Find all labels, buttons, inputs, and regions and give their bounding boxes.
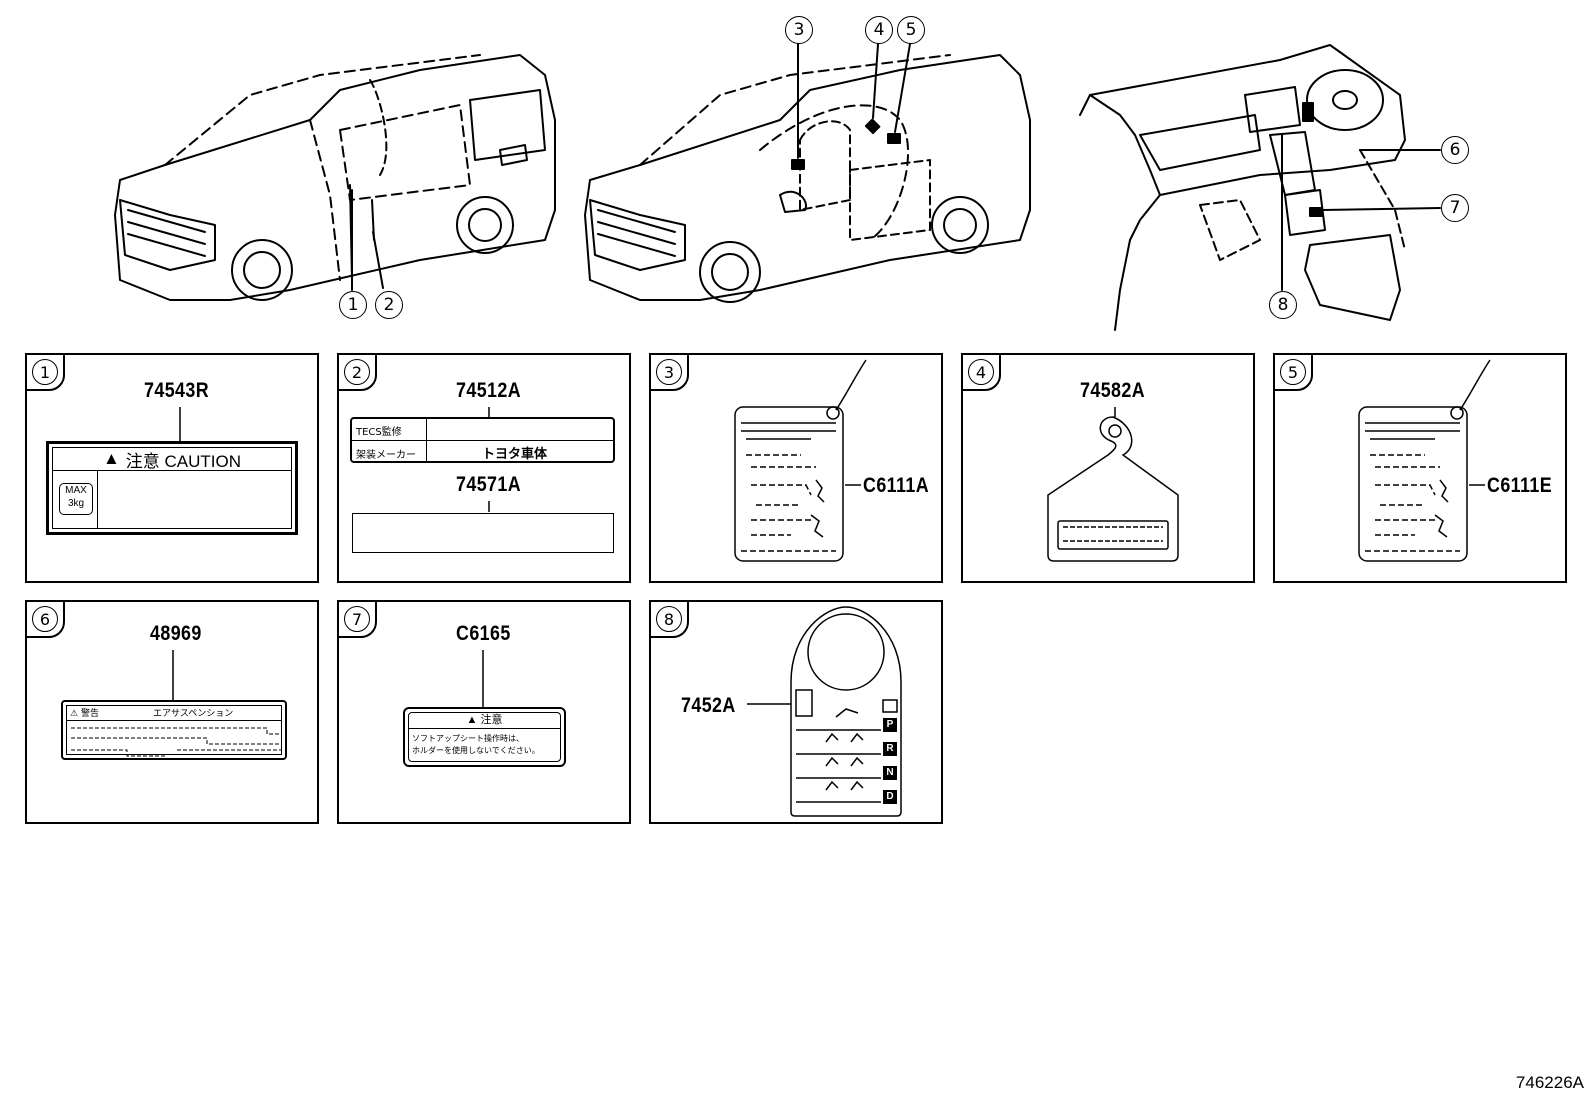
part-number-48969: 48969: [150, 622, 202, 645]
panel-3: 3 C6111A: [649, 353, 943, 583]
air-suspension-warning-label: ⚠ 警告 エアサスペンション: [61, 700, 287, 760]
part-number-7452A: 7452A: [681, 694, 736, 717]
max-text: MAX: [65, 485, 87, 496]
gear-r: R: [883, 742, 897, 756]
tecs-label-row1: TECS監修: [356, 427, 402, 438]
callout-1: 1: [339, 291, 367, 319]
part-number-74512A: 74512A: [456, 379, 522, 402]
callout-7: 7: [1441, 194, 1469, 222]
part-number-C6111A: C6111A: [863, 474, 930, 497]
diagram-reference-code: 746226A: [1515, 1073, 1584, 1092]
caution-head-text: 注意: [480, 714, 503, 726]
panel-8: 8 7452A P R N D: [649, 600, 943, 824]
callout-6: 6: [1441, 136, 1469, 164]
callout-5: 5: [897, 16, 925, 44]
panel-4: 4 74582A: [961, 353, 1255, 583]
part-number-74571A: 74571A: [456, 473, 522, 496]
warn-label: ⚠ 警告: [70, 709, 99, 719]
panel-number-1: 1: [25, 353, 65, 391]
panel-number-6: 6: [25, 600, 65, 638]
panel-5: 5 C6111E: [1273, 353, 1567, 583]
panel-2: 2 74512A TECS監修 架装メーカー トヨタ車体 74571A: [337, 353, 631, 583]
blank-label: [352, 513, 614, 553]
caution-label: ▲ 注意 CAUTION MAX 3kg: [46, 441, 298, 535]
panel-6: 6 48969 ⚠ 警告 エアサスペンション: [25, 600, 319, 824]
gear-n: N: [883, 766, 897, 780]
dashboard-view-icon: [1079, 44, 1406, 331]
part-number-C6111E: C6111E: [1487, 474, 1553, 497]
panel-1: 1 74543R ▲ 注意 CAUTION MAX 3kg: [25, 353, 319, 583]
part-number-74582A: 74582A: [1080, 379, 1146, 402]
van-exterior-left-icon: [114, 54, 556, 301]
maker-text: トヨタ車体: [482, 447, 548, 462]
hang-tag-illustration-2: [1358, 359, 1491, 562]
soft-up-seat-caution-label: ▲ 注意 ソフトアップシート操作時は、 ホルダーを使用しないでください。: [403, 707, 566, 767]
shift-lever-tag-illustration: [747, 606, 902, 817]
part-number-74543R: 74543R: [144, 379, 210, 402]
callout-8: 8: [1269, 291, 1297, 319]
warning-triangle-icon: ▲: [102, 449, 120, 468]
door-hanger-tag-illustration: [1047, 407, 1179, 562]
panel-number-4: 4: [961, 353, 1001, 391]
tecs-label: TECS監修 架装メーカー トヨタ車体: [350, 417, 615, 463]
callout-4: 4: [865, 16, 893, 44]
hang-tag-illustration: [734, 359, 867, 562]
gear-d: D: [883, 790, 897, 804]
caution-text: 注意 CAUTION: [125, 451, 242, 471]
panel-number-7: 7: [337, 600, 377, 638]
panel-number-8: 8: [649, 600, 689, 638]
panel-number-5: 5: [1273, 353, 1313, 391]
caution-line-1: ソフトアップシート操作時は、: [412, 734, 524, 743]
panel-7: 7 C6165 ▲ 注意 ソフトアップシート操作時は、 ホルダーを使用しないでく…: [337, 600, 631, 824]
caution-line-2: ホルダーを使用しないでください。: [412, 746, 540, 755]
panel-number-2: 2: [337, 353, 377, 391]
callout-2: 2: [375, 291, 403, 319]
air-suspension-title: エアサスペンション: [153, 709, 234, 719]
part-number-C6165: C6165: [456, 622, 511, 645]
panel-number-3: 3: [649, 353, 689, 391]
warning-triangle-icon: ▲: [466, 714, 478, 726]
gear-p: P: [883, 718, 897, 732]
vehicle-illustrations: [114, 43, 1441, 331]
kg-text: 3kg: [67, 498, 85, 509]
tecs-label-row2: 架装メーカー: [356, 450, 416, 461]
van-interior-view-icon: [584, 54, 1031, 303]
callout-3: 3: [785, 16, 813, 44]
